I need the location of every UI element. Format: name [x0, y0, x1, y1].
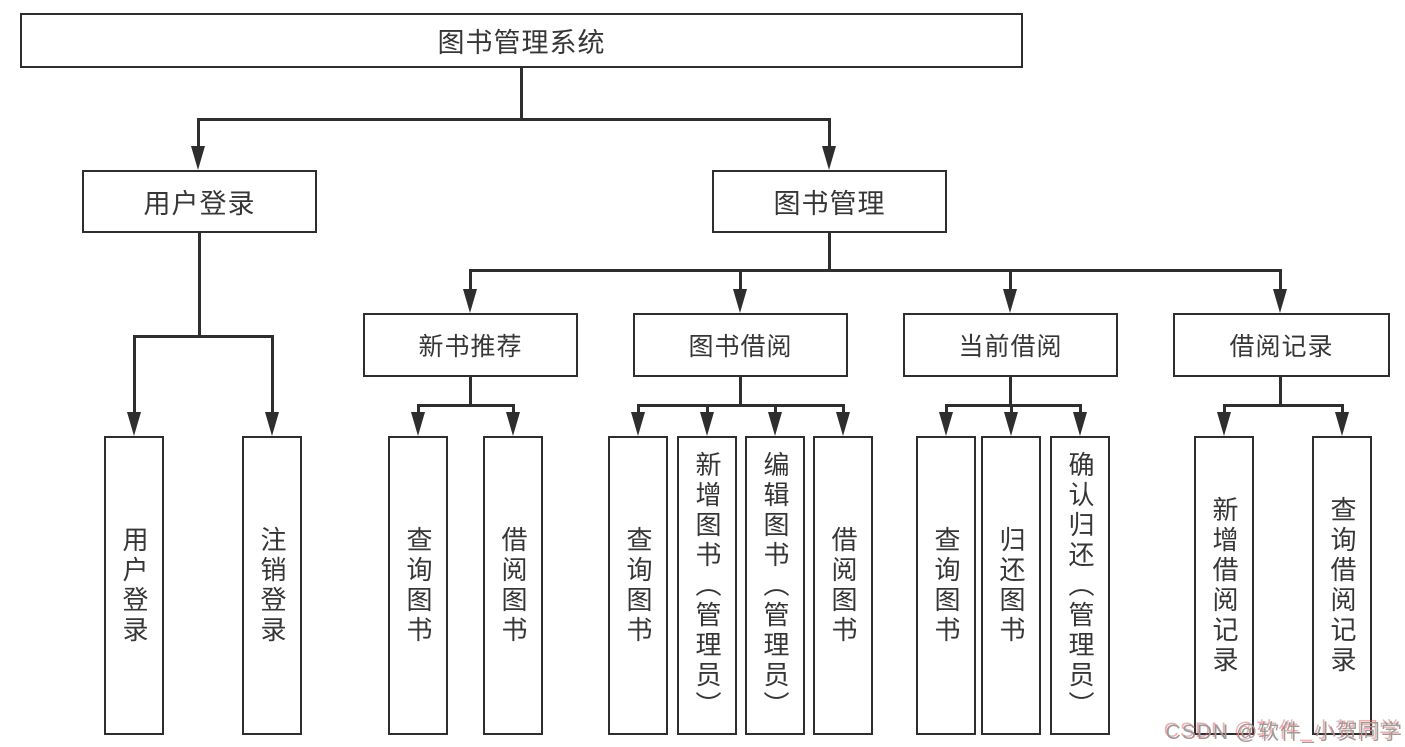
- connector-line: [1279, 377, 1282, 406]
- arrowhead-down-icon: [1335, 412, 1349, 436]
- node-user-login: 用户登录: [82, 170, 317, 233]
- connector-line: [945, 404, 1082, 407]
- connector-line: [842, 404, 845, 416]
- connector-line: [739, 377, 742, 406]
- node-label: 新增图书（管理员）: [692, 450, 722, 721]
- arrowhead-down-icon: [463, 289, 477, 313]
- leaf-newbook-query-book: 查询图书: [388, 436, 448, 735]
- connector-line: [1010, 404, 1013, 416]
- connector-line: [197, 118, 200, 150]
- node-new-book-recommendation: 新书推荐: [363, 313, 578, 377]
- node-library-management-system: 图书管理系统: [20, 13, 1023, 68]
- connector-line: [828, 233, 831, 271]
- node-label: 归还图书: [996, 525, 1026, 646]
- node-current-borrowing: 当前借阅: [903, 313, 1118, 377]
- connector-line: [945, 404, 948, 416]
- leaf-current-confirm-return-admin: 确认归还（管理员）: [1050, 436, 1110, 735]
- connector-line: [637, 404, 845, 407]
- node-label: 图书管理: [773, 189, 886, 219]
- arrowhead-down-icon: [1003, 289, 1017, 313]
- connector-line: [417, 404, 420, 416]
- connector-line: [197, 118, 831, 121]
- node-label: 用户登录: [119, 525, 149, 646]
- arrowhead-down-icon: [127, 412, 141, 436]
- node-book-management: 图书管理: [712, 170, 947, 233]
- connector-line: [1279, 269, 1282, 291]
- connector-line: [469, 269, 472, 291]
- arrowhead-down-icon: [700, 412, 714, 436]
- connector-line: [706, 404, 709, 416]
- arrowhead-down-icon: [1004, 412, 1018, 436]
- connector-line: [637, 404, 640, 416]
- arrowhead-down-icon: [733, 289, 747, 313]
- arrowhead-down-icon: [1273, 289, 1287, 313]
- arrowhead-down-icon: [1073, 412, 1087, 436]
- connector-line: [739, 269, 742, 291]
- arrowhead-down-icon: [939, 412, 953, 436]
- arrowhead-down-icon: [265, 412, 279, 436]
- leaf-borrow-query-book: 查询图书: [608, 436, 668, 735]
- connector-line: [1341, 404, 1344, 416]
- node-label: 用户登录: [143, 189, 256, 219]
- node-borrowing-records: 借阅记录: [1173, 313, 1390, 377]
- connector-line: [774, 404, 777, 416]
- connector-line: [1223, 404, 1344, 407]
- arrowhead-down-icon: [768, 412, 782, 436]
- node-book-borrowing: 图书借阅: [633, 313, 848, 377]
- leaf-records-query-borrow-record: 查询借阅记录: [1312, 436, 1372, 735]
- leaf-current-query-book: 查询图书: [916, 436, 976, 735]
- connector-line: [271, 335, 274, 414]
- node-label: 确认归还（管理员）: [1065, 450, 1095, 721]
- node-label: 借阅记录: [1229, 333, 1334, 361]
- connector-line: [520, 68, 523, 120]
- connector-line: [417, 404, 515, 407]
- arrowhead-down-icon: [1217, 412, 1231, 436]
- connector-line: [469, 269, 1282, 272]
- node-label: 图书管理系统: [437, 28, 606, 58]
- node-label: 新增借阅记录: [1209, 495, 1239, 676]
- node-label: 编辑图书（管理员）: [760, 450, 790, 721]
- node-label: 查询图书: [403, 525, 433, 646]
- arrowhead-down-icon: [411, 412, 425, 436]
- connector-line: [133, 335, 136, 414]
- leaf-borrow-add-book-admin: 新增图书（管理员）: [677, 436, 737, 735]
- node-label: 借阅图书: [498, 525, 528, 646]
- connector-line: [469, 377, 472, 406]
- arrowhead-down-icon: [836, 412, 850, 436]
- connector-line: [828, 118, 831, 150]
- leaf-current-return-book: 归还图书: [981, 436, 1041, 735]
- leaf-borrow-borrow-book: 借阅图书: [813, 436, 873, 735]
- arrowhead-down-icon: [506, 412, 520, 436]
- leaf-user-login: 用户登录: [104, 436, 164, 735]
- leaf-records-add-borrow-record: 新增借阅记录: [1194, 436, 1254, 735]
- connector-line: [1223, 404, 1226, 416]
- node-label: 查询图书: [931, 525, 961, 646]
- connector-line: [512, 404, 515, 416]
- node-label: 查询借阅记录: [1327, 495, 1357, 676]
- arrowhead-down-icon: [191, 146, 205, 170]
- connector-line: [1009, 377, 1012, 406]
- node-label: 借阅图书: [828, 525, 858, 646]
- connector-line: [133, 335, 274, 338]
- node-label: 查询图书: [623, 525, 653, 646]
- connector-line: [1079, 404, 1082, 416]
- node-label: 注销登录: [257, 525, 287, 646]
- node-label: 图书借阅: [688, 333, 793, 361]
- connector-line: [1009, 269, 1012, 291]
- leaf-borrow-edit-book-admin: 编辑图书（管理员）: [745, 436, 805, 735]
- arrowhead-down-icon: [631, 412, 645, 436]
- connector-line: [198, 233, 201, 337]
- csdn-watermark: CSDN @软件_小贺同学: [1165, 721, 1403, 744]
- arrowhead-down-icon: [822, 146, 836, 170]
- leaf-logout: 注销登录: [242, 436, 302, 735]
- node-label: 当前借阅: [958, 333, 1063, 361]
- leaf-newbook-borrow-book: 借阅图书: [483, 436, 543, 735]
- node-label: 新书推荐: [418, 333, 523, 361]
